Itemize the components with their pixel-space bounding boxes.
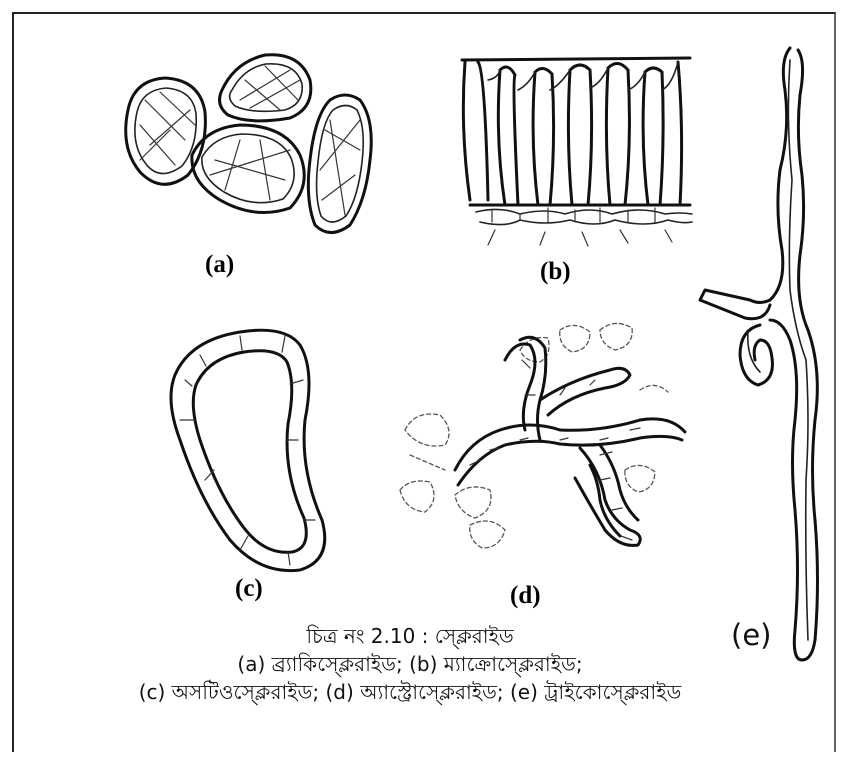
stone-cell-3	[192, 125, 304, 213]
trichosclereid-cell	[700, 48, 818, 660]
label-d: (d)	[510, 582, 541, 609]
astrosclereid-cell	[400, 323, 685, 548]
label-e: (e)	[731, 618, 771, 652]
macrosclereid-cells	[462, 58, 692, 246]
label-c: (c)	[235, 575, 263, 602]
osteosclereid-cell	[171, 330, 325, 570]
caption-line-2: (a) ব্র্যাকিস্ক্লেরাইড; (b) ম্যাক্রোস্ক্…	[100, 650, 720, 678]
caption-line-3: (c) অসটিওস্ক্লেরাইড; (d) অ্যাস্ট্রোস্ক্ল…	[100, 678, 720, 706]
label-a: (a)	[205, 251, 234, 278]
caption-title: চিত্র নং 2.10 : স্ক্লেরাইড	[100, 622, 720, 650]
figure-caption: চিত্র নং 2.10 : স্ক্লেরাইড (a) ব্র্যাকিস…	[100, 622, 720, 706]
brachysclereid-cells	[126, 55, 372, 233]
label-b: (b)	[540, 258, 571, 285]
